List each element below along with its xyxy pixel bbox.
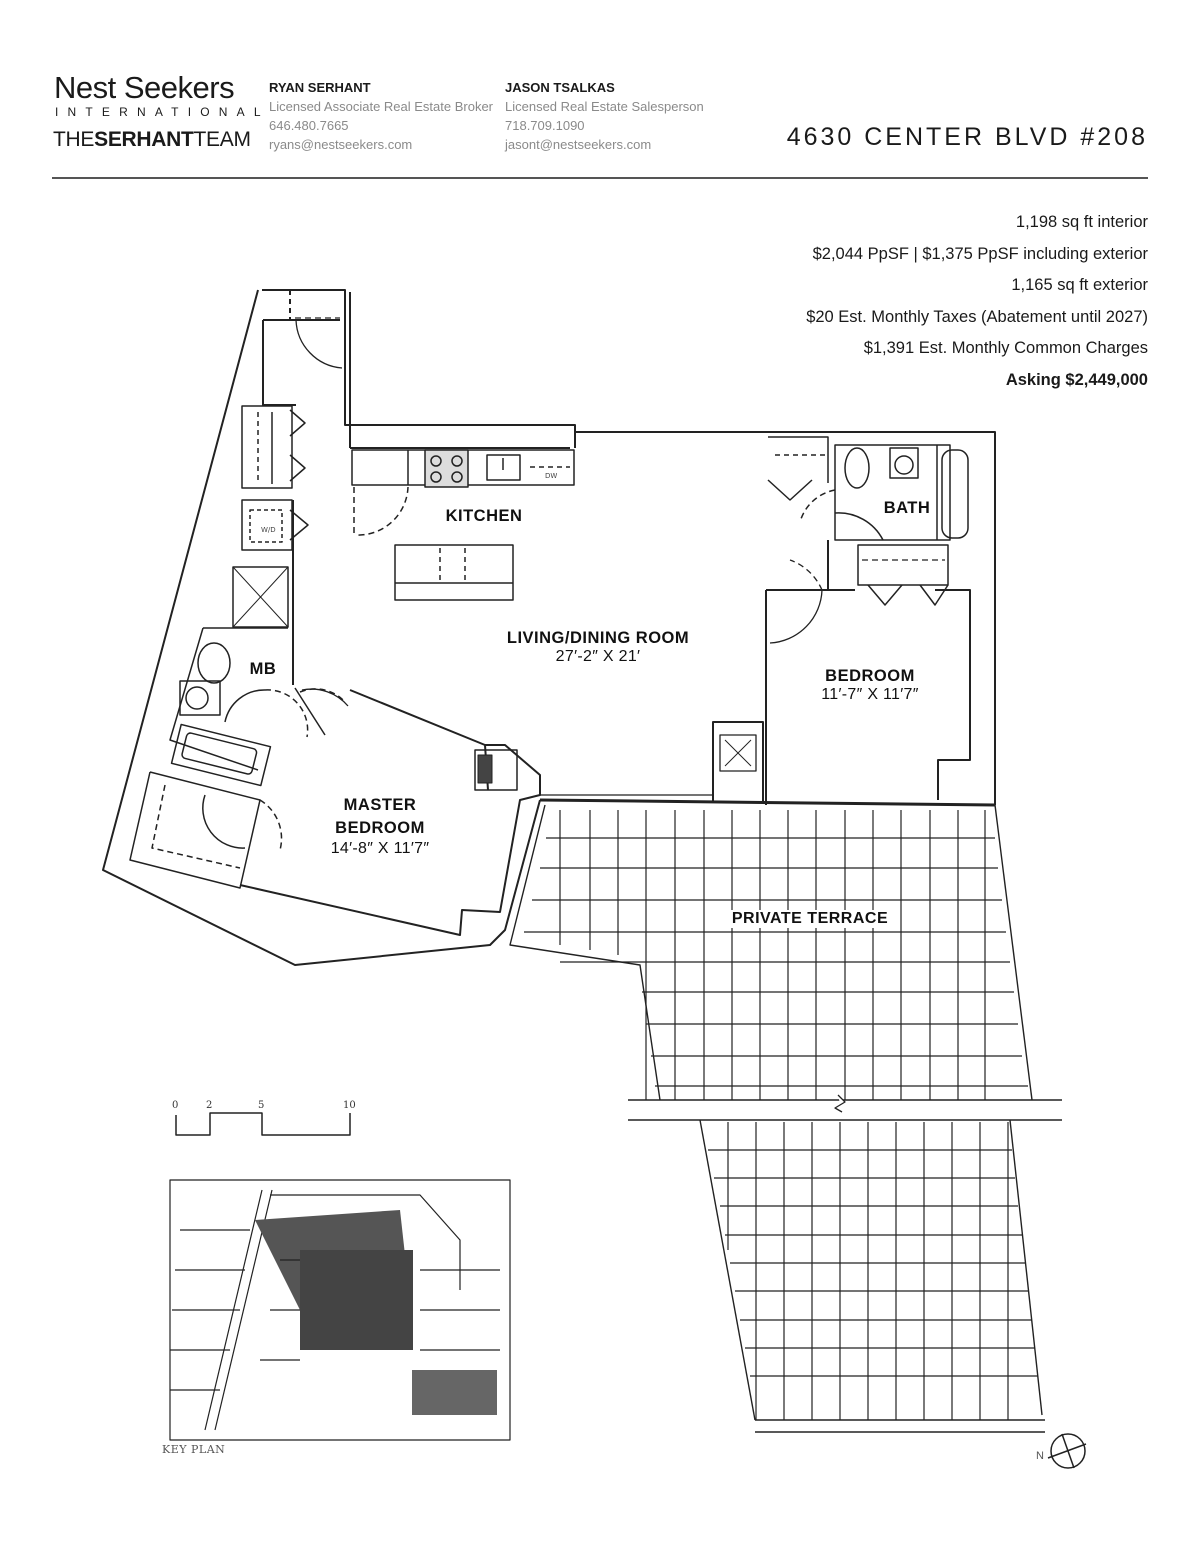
- agent-title: Licensed Real Estate Salesperson: [505, 99, 704, 114]
- room-label-mb: MB: [250, 660, 277, 679]
- agent-title: Licensed Associate Real Estate Broker: [269, 99, 494, 114]
- kitchen-island[interactable]: [394, 544, 514, 601]
- brand-logo-name: Nest Seekers: [54, 70, 235, 105]
- scale-tick-0: 0: [172, 1100, 179, 1111]
- scale-bar: [175, 1112, 351, 1136]
- agent-name: JASON TSALKAS: [505, 80, 615, 95]
- north-arrow-icon: [1047, 1433, 1087, 1469]
- private-terrace: [509, 804, 1062, 1433]
- listing-address: 4630 CENTER BLVD #208: [786, 123, 1148, 151]
- fact-asking-price: Asking $2,449,000: [1005, 370, 1148, 389]
- exterior-walls: [102, 289, 996, 966]
- dw-label: DW: [545, 472, 557, 480]
- room-name: BEDROOM: [825, 667, 915, 685]
- fact-ppsf: $2,044 PpSF | $1,375 PpSF including exte…: [812, 244, 1148, 263]
- agent-phone[interactable]: 718.709.1090: [505, 118, 585, 133]
- team-prefix: THE: [53, 128, 95, 151]
- scale-tick-5: 5: [258, 1100, 265, 1111]
- bath-fixtures: [767, 436, 969, 541]
- kitchen-counter[interactable]: DW: [351, 449, 575, 536]
- scale-tick-2: 2: [206, 1100, 213, 1111]
- listing-facts: 1,198 sq ft interior $2,044 PpSF | $1,37…: [806, 207, 1148, 396]
- agent-email[interactable]: jasont@nestseekers.com: [505, 137, 652, 152]
- room-name: LIVING/DINING ROOM: [506, 629, 690, 647]
- room-label-living: LIVING/DINING ROOM 27′-2″ X 21′: [507, 629, 689, 666]
- fact-taxes: $20 Est. Monthly Taxes (Abatement until …: [806, 307, 1148, 326]
- bedroom-walls: [712, 540, 971, 805]
- master-bath-fixtures: [169, 627, 346, 787]
- room-name: MASTER: [343, 796, 417, 814]
- room-name: MB: [249, 660, 277, 678]
- header-divider: [52, 177, 1148, 179]
- room-label-master-bedroom: MASTER BEDROOM 14′-8″ X 11′7″: [331, 794, 430, 858]
- master-closet: [129, 771, 283, 889]
- room-name: BATH: [883, 499, 931, 517]
- master-bedroom-walls: [239, 689, 541, 936]
- room-label-bedroom: BEDROOM 11′-7″ X 11′7″: [821, 667, 918, 704]
- key-plan-label: KEY PLAN: [162, 1443, 226, 1456]
- agent-card-1: RYAN SERHANT Licensed Associate Real Est…: [269, 78, 493, 154]
- team-bold: SERHANT: [94, 128, 194, 151]
- room-label-kitchen: KITCHEN: [446, 507, 523, 526]
- scale-tick-10: 10: [343, 1100, 356, 1111]
- room-dimensions: 14′-8″ X 11′7″: [330, 840, 430, 857]
- room-dimensions: 27′-2″ X 21′: [555, 648, 641, 665]
- team-logo: THESERHANTTEAM: [53, 128, 251, 152]
- fact-exterior: 1,165 sq ft exterior: [1011, 276, 1148, 294]
- agent-name: RYAN SERHANT: [269, 80, 371, 95]
- agent-phone[interactable]: 646.480.7665: [269, 118, 349, 133]
- agent-email[interactable]: ryans@nestseekers.com: [269, 137, 413, 152]
- key-plan: [169, 1179, 511, 1441]
- room-label-terrace: PRIVATE TERRACE: [728, 910, 892, 928]
- wd-label: W/D: [261, 526, 276, 534]
- south-window-wall: [539, 798, 996, 807]
- room-dimensions: 11′-7″ X 11′7″: [821, 686, 919, 703]
- team-suffix: TEAM: [193, 128, 251, 151]
- entry-door-swing: [295, 319, 343, 369]
- north-label: N: [1036, 1450, 1044, 1462]
- fact-interior: 1,198 sq ft interior: [1015, 213, 1148, 231]
- closets-west: W/D: [232, 405, 309, 628]
- fact-common-charges: $1,391 Est. Monthly Common Charges: [863, 339, 1148, 357]
- room-label-bath: BATH: [884, 499, 931, 518]
- room-name: KITCHEN: [445, 507, 523, 525]
- room-name: PRIVATE TERRACE: [731, 910, 889, 927]
- room-name-line2: BEDROOM: [335, 819, 425, 837]
- brand-logo-sub: INTERNATIONAL: [55, 105, 270, 119]
- agent-card-2: JASON TSALKAS Licensed Real Estate Sales…: [505, 78, 704, 154]
